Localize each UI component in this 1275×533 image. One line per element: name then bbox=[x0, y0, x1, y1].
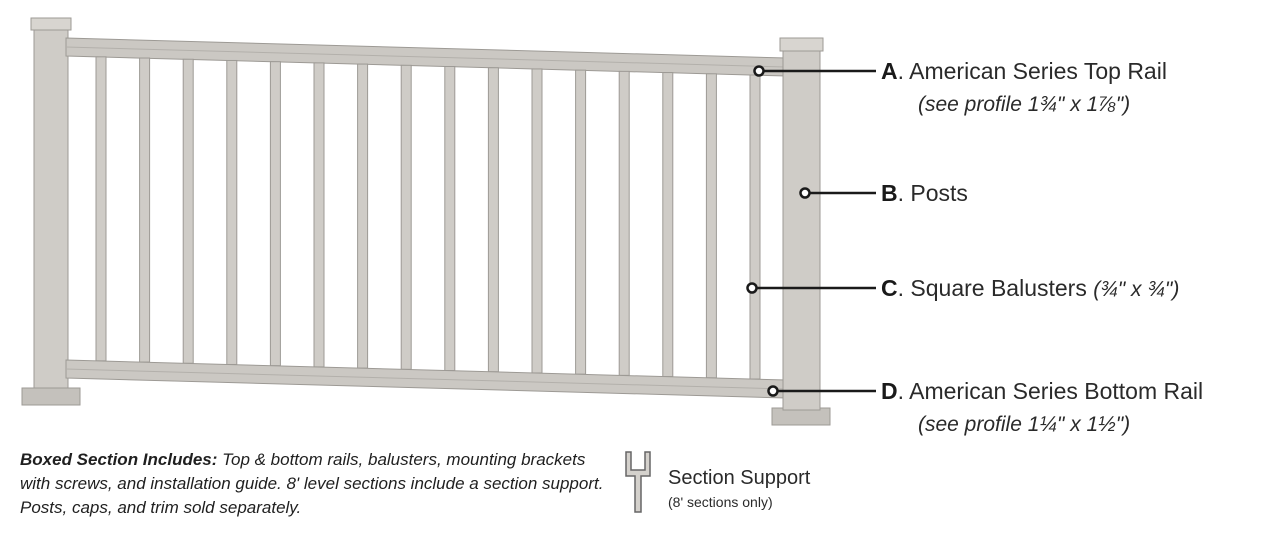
callout-d-marker bbox=[767, 385, 779, 397]
baluster bbox=[357, 63, 369, 369]
callout-b-letter: B bbox=[881, 180, 898, 206]
callout-d-letter: D bbox=[881, 378, 898, 404]
baluster bbox=[226, 59, 238, 365]
baluster bbox=[182, 58, 194, 364]
baluster bbox=[705, 73, 717, 379]
callout-d-sep: . bbox=[897, 378, 905, 404]
baluster bbox=[444, 66, 456, 372]
callout-a: A. American Series Top Rail bbox=[881, 58, 1167, 84]
left-post bbox=[21, 17, 81, 406]
baluster bbox=[749, 74, 761, 380]
callout-b: B. Posts bbox=[881, 180, 968, 206]
baluster bbox=[139, 57, 151, 363]
callout-c-detail: (¾" x ¾") bbox=[1093, 278, 1180, 301]
callout-d-label: American Series Bottom Rail bbox=[909, 378, 1204, 404]
section-support-label: Section Support bbox=[668, 467, 811, 489]
callout-c-marker bbox=[746, 282, 758, 294]
baluster bbox=[313, 62, 325, 368]
baluster bbox=[662, 72, 674, 378]
top-rail bbox=[65, 37, 787, 77]
bottom-rail bbox=[65, 359, 787, 399]
callout-d-detail: (see profile 1¼" x 1½") bbox=[918, 413, 1131, 436]
leader-lines bbox=[746, 65, 876, 397]
callout-a-marker bbox=[753, 65, 765, 77]
callout-c-label: Square Balusters bbox=[910, 275, 1087, 301]
baluster bbox=[95, 56, 107, 362]
note-text: Top & bottom rails, balusters, mounting … bbox=[20, 450, 604, 517]
callout-c-letter: C bbox=[881, 275, 898, 301]
callout-a-letter: A bbox=[881, 58, 898, 84]
callout-a-sep: . bbox=[897, 58, 905, 84]
baluster bbox=[531, 68, 543, 374]
baluster bbox=[487, 67, 499, 373]
note-heading: Boxed Section Includes: bbox=[20, 450, 218, 469]
callout-b-sep: . bbox=[897, 180, 905, 206]
callout-c: C. Square Balusters (¾" x ¾") bbox=[881, 275, 1179, 303]
baluster bbox=[575, 69, 587, 375]
callout-d: D. American Series Bottom Rail bbox=[881, 378, 1203, 404]
callout-b-marker bbox=[799, 187, 811, 199]
baluster bbox=[269, 61, 281, 367]
callout-c-sep: . bbox=[897, 275, 905, 301]
callout-a-label: American Series Top Rail bbox=[909, 58, 1167, 84]
right-post bbox=[771, 37, 831, 426]
section-support-icon bbox=[625, 451, 651, 513]
callout-b-label: Posts bbox=[910, 180, 968, 206]
baluster bbox=[400, 64, 412, 370]
boxed-section-note: Boxed Section Includes: Top & bottom rai… bbox=[20, 448, 610, 520]
balusters bbox=[95, 56, 761, 380]
callout-a-detail: (see profile 1¾" x 1⅞") bbox=[918, 93, 1131, 116]
baluster bbox=[618, 70, 630, 376]
section-support-sub: (8' sections only) bbox=[668, 494, 773, 510]
